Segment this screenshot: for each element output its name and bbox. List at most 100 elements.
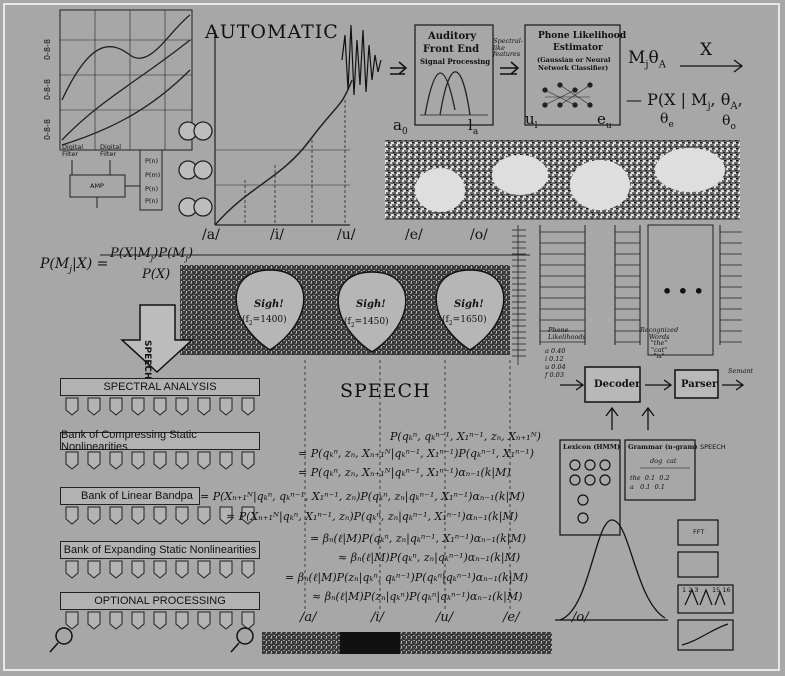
equation-line-3: = P(qₖⁿ, zₙ, Xₙ₊₁ᴺ|qₖⁿ⁻¹, X₁ⁿ⁻¹)αₙ₋₁(k|M… (298, 466, 511, 479)
channel-tooth (87, 506, 101, 525)
spectrogram-blobs (415, 148, 725, 212)
channel-tooth (131, 506, 145, 525)
vowel-top-a: /a/ (202, 227, 220, 243)
channel-tooth (241, 451, 255, 470)
band-label-b: 15 16 (712, 586, 731, 594)
decoder-parser-boxes (584, 366, 719, 403)
channel-tooth (65, 506, 79, 525)
bell-curve (555, 519, 668, 621)
bayes-numerator: P(X|Mj)P(Mj) (110, 246, 194, 263)
arrow-to-estimator (500, 61, 520, 75)
x-label: X (700, 40, 713, 60)
estimator-title-2: Estimator (553, 43, 603, 53)
arrow-to-front-end (390, 61, 408, 75)
channel-tooth (241, 611, 255, 630)
channel-tooth (219, 451, 233, 470)
channel-tooth (109, 560, 123, 579)
likelihood-stripes (512, 225, 526, 365)
equation-line-9: ≈ βₙ(ℓ|M)P(zₙ|qₖⁿ)P(qₖⁿ|qₖⁿ⁻¹)αₙ₋₁(k|M) (312, 590, 523, 603)
speech-heading: SPEECH (340, 380, 431, 402)
filter-block-diagram (69, 149, 163, 211)
equation-line-6: = βₙ(ℓ|M)P(qₖⁿ, zₙ|qₖⁿ⁻¹, X₁ⁿ⁻¹)αₙ₋₁(k|M… (310, 532, 527, 545)
front-end-box (414, 24, 494, 126)
likelihood-expression: — P(X | Mj, θA, (626, 90, 743, 113)
channel-tooth (131, 451, 145, 470)
p-label-3: P(n) (145, 185, 159, 193)
right-lower-column (677, 519, 734, 651)
grammar-label: Grammar (n-gram) (628, 443, 698, 451)
parser-label: Parser (681, 379, 718, 390)
theta-o: θo (722, 113, 736, 132)
channel-tooth (87, 397, 101, 416)
channel-tooth (219, 506, 233, 525)
equation-line-4: = P(Xₙ₊₁ᴺ|qₖⁿ, qₖⁿ⁻¹, X₁ⁿ⁻¹, zₙ)P(qₖⁿ, z… (200, 490, 525, 503)
sigh-1-formant: (f2=1400) (242, 315, 287, 327)
vowel-top-o: /o/ (470, 227, 488, 243)
vowel-top-i: /i/ (270, 227, 284, 243)
pipeline-channels (65, 397, 255, 630)
channel-tooth (65, 451, 79, 470)
channel-tooth (131, 397, 145, 416)
channel-tooth (109, 611, 123, 630)
channel-tooth (197, 506, 211, 525)
mark-ul: ul (525, 110, 538, 131)
front-end-title-1: Auditory (428, 31, 477, 42)
channel-tooth (197, 451, 211, 470)
amp-label: AMP (90, 182, 104, 190)
channel-tooth (197, 397, 211, 416)
lexicon-box (559, 439, 621, 536)
fft-label: FFT (693, 528, 705, 536)
channel-tooth (131, 560, 145, 579)
p-label-1: P(n) (145, 157, 159, 165)
p-label-4: P(n) (145, 197, 159, 205)
p-label-2: P(m) (145, 171, 161, 179)
speech-waveform (341, 24, 382, 96)
vowel-bottom-o: /o/ (572, 610, 589, 625)
front-end-sub: Signal Processing (420, 57, 491, 66)
front-end-title-2: Front End (423, 44, 480, 55)
channel-tooth (219, 397, 233, 416)
channel-tooth (87, 560, 101, 579)
channel-tooth (65, 611, 79, 630)
linear-bandpass-box: Bank of Linear Bandpa (60, 487, 200, 505)
channel-tooth (153, 506, 167, 525)
formant-graph (214, 30, 353, 226)
channel-tooth (241, 506, 255, 525)
sigh-2-formant: (f2=1450) (344, 317, 389, 329)
mark-a0: a0 (393, 116, 408, 137)
channel-tooth (175, 611, 189, 630)
channel-tooth (175, 560, 189, 579)
channel-tooth (109, 451, 123, 470)
grammar-table: the 0.1 0.2 a 0.1 0.1 (630, 474, 670, 492)
channel-tooth (241, 397, 255, 416)
speech-arrow-label: SPEECH (142, 340, 152, 380)
theta-e: θe (660, 111, 674, 130)
graph-tick-2: 0-8-8 (43, 78, 52, 100)
optional-processing-box: OPTIONAL PROCESSING (60, 592, 260, 610)
model-params: MjθA (628, 48, 667, 71)
channel-tooth (65, 560, 79, 579)
phone-likelihood-values: a 0.40 i 0.12 u 0.04 f 0.03 (545, 347, 566, 380)
vowel-bottom-i: /i/ (371, 610, 384, 625)
graph-tick-1: 0-8-8 (43, 38, 52, 60)
channel-tooth (153, 397, 167, 416)
estimator-sub-2: Network Classifier) (538, 64, 609, 72)
grammar-headers: dog cat (650, 457, 677, 465)
channel-tooth (109, 397, 123, 416)
estimator-box (524, 24, 621, 126)
pipeline-arrows (560, 379, 745, 430)
channel-tooth (197, 560, 211, 579)
mark-la: la (468, 116, 479, 137)
equation-line-8: = βₙ(ℓ|M)P(zₙ|qₖⁿ, qₖⁿ⁻¹)P(qₖⁿ|qₖⁿ⁻¹)αₙ₋… (285, 571, 529, 584)
estimator-sub-1: (Gaussian or Neural (537, 56, 611, 64)
channel-tooth (131, 611, 145, 630)
grammar-box (624, 439, 696, 501)
bayes-lhs: P(Mj|X) = (40, 256, 109, 275)
speech-small-label: SPEECH (700, 443, 726, 451)
equation-line-5: ≈ P(Xₙ₊₁ᴺ|qₖⁿ, X₁ⁿ⁻¹, zₙ)P(qₖⁿ, zₙ|qₖⁿ⁻¹… (226, 510, 519, 523)
speech-down-arrow (120, 304, 194, 374)
